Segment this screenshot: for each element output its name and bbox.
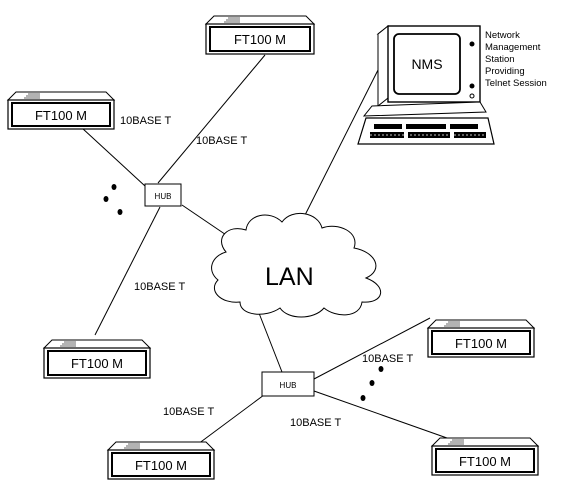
link-label-lower-bottom-left: 10BASE T xyxy=(163,406,214,418)
link-label-upper-left: 10BASE T xyxy=(120,115,171,127)
device-label-left: FT100 M xyxy=(35,108,87,123)
device-label-lower-left: FT100 M xyxy=(71,356,123,371)
nms-keyboard xyxy=(357,117,495,145)
more-ports-dots-lower xyxy=(360,366,384,401)
link-upper-hub-lower-left xyxy=(94,206,161,336)
device-ft100m-lower-left: FT100 M xyxy=(42,339,152,379)
device-label-right: FT100 M xyxy=(455,336,507,351)
hub-lower: HUB xyxy=(261,371,315,397)
hub-upper: HUB xyxy=(144,183,182,207)
link-lower-hub-bottom-left xyxy=(193,394,265,448)
device-ft100m-bottom-right: FT100 M xyxy=(430,437,540,476)
device-label-bottom-right: FT100 M xyxy=(459,454,511,469)
link-label-lower-right: 10BASE T xyxy=(362,353,413,365)
hub-lower-label: HUB xyxy=(280,381,297,390)
link-labels: 10BASE T 10BASE T 10BASE T 10BASE T 10BA… xyxy=(120,115,413,429)
link-lan-nms xyxy=(299,69,379,226)
nms-desc-line-3: Station xyxy=(485,54,515,65)
link-label-lower-bottom-right: 10BASE T xyxy=(290,417,341,429)
link-lower-hub-right xyxy=(313,317,431,380)
device-ft100m-top: FT100 M xyxy=(204,15,316,55)
lan-label: LAN xyxy=(265,263,314,291)
link-upper-hub-left xyxy=(81,127,146,187)
nms-description: Network Management Station Providing Tel… xyxy=(485,30,547,89)
link-lower-hub-bottom-right xyxy=(313,390,448,439)
device-ft100m-left: FT100 M xyxy=(6,91,116,130)
lan-cloud-shape xyxy=(211,213,381,318)
nms-workstation: NMS xyxy=(357,24,495,145)
link-lan-lower-hub xyxy=(256,307,283,373)
nms-screen xyxy=(393,33,461,95)
link-label-upper-top: 10BASE T xyxy=(196,135,247,147)
lan-cloud: LAN xyxy=(211,213,381,318)
device-ft100m-bottom-left: FT100 M xyxy=(106,441,216,480)
nms-screen-label: NMS xyxy=(411,56,442,72)
nms-desc-line-4: Providing xyxy=(485,66,525,77)
device-label-top: FT100 M xyxy=(234,32,286,47)
nms-desc-line-5: Telnet Session xyxy=(485,78,547,89)
link-label-upper-lower-left: 10BASE T xyxy=(134,281,185,293)
hub-upper-label: HUB xyxy=(155,192,172,201)
more-ports-dots-upper xyxy=(103,184,123,215)
connection-lines xyxy=(81,54,448,448)
device-label-bottom-left: FT100 M xyxy=(135,458,187,473)
nms-desc-line-1: Network xyxy=(485,30,520,41)
link-upper-hub-top xyxy=(157,54,266,184)
device-ft100m-right: FT100 M xyxy=(426,319,536,358)
nms-desc-line-2: Management xyxy=(485,42,541,53)
